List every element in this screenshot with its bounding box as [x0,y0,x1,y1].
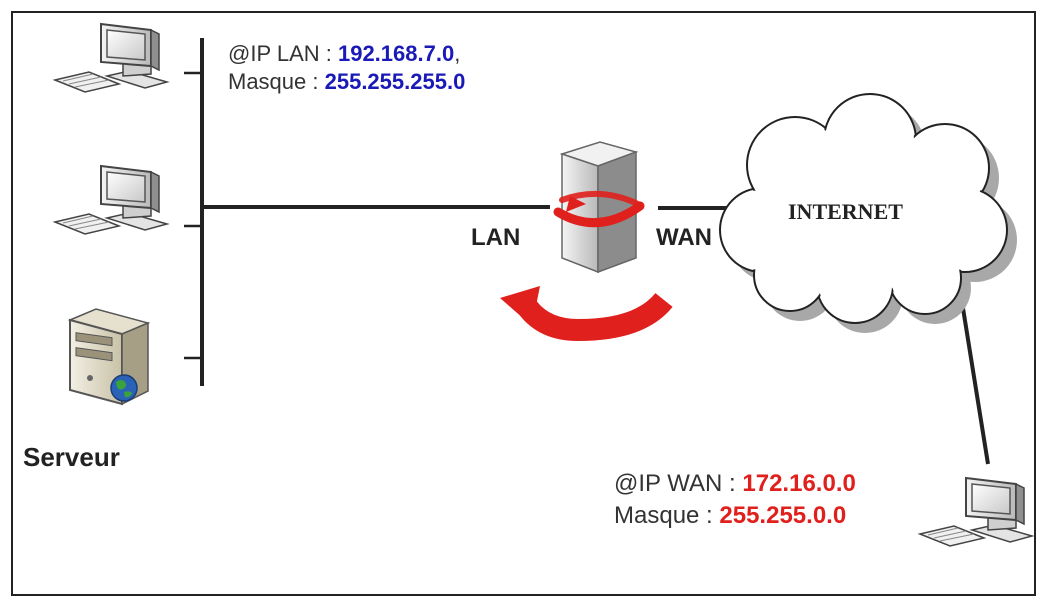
wan-port-label: WAN [656,224,712,251]
lan-port-label: LAN [471,224,521,251]
curved-arrow-icon [500,286,673,342]
lan-address-block: @IP LAN : 192.168.7.0, Masque : 255.255.… [228,40,465,96]
wan-address-block: @IP WAN : 172.16.0.0 Masque : 255.255.0.… [614,468,856,532]
lan-ip-value: 192.168.7.0 [337,41,455,66]
computer-icon [54,23,168,93]
server-label: Serveur [23,442,120,472]
internet-label: INTERNET [788,199,903,224]
wan-mask-value: 255.255.0.0 [719,502,847,529]
wan-mask-line: Masque : 255.255.0.0 [614,500,856,532]
lan-mask-line: Masque : 255.255.255.0 [228,68,465,96]
computer-icon [54,165,168,235]
internet-link-line [960,301,990,465]
computer-icon [919,477,1033,547]
lan-mask-value: 255.255.255.0 [324,69,466,94]
lan-mask-label: Masque : [228,69,325,94]
server-icon [67,308,151,406]
wan-ip-label: @IP WAN : [614,470,743,497]
wan-mask-label: Masque : [614,502,720,529]
wan-ip-line: @IP WAN : 172.16.0.0 [614,468,856,500]
cloud-icon [719,93,1017,333]
lan-ip-label: @IP LAN : [228,41,338,66]
lan-ip-suffix: , [454,41,461,66]
lan-ip-line: @IP LAN : 192.168.7.0, [228,40,465,68]
wan-ip-value: 172.16.0.0 [742,470,856,497]
diagram-frame [11,11,1036,596]
router-icon [553,141,645,274]
